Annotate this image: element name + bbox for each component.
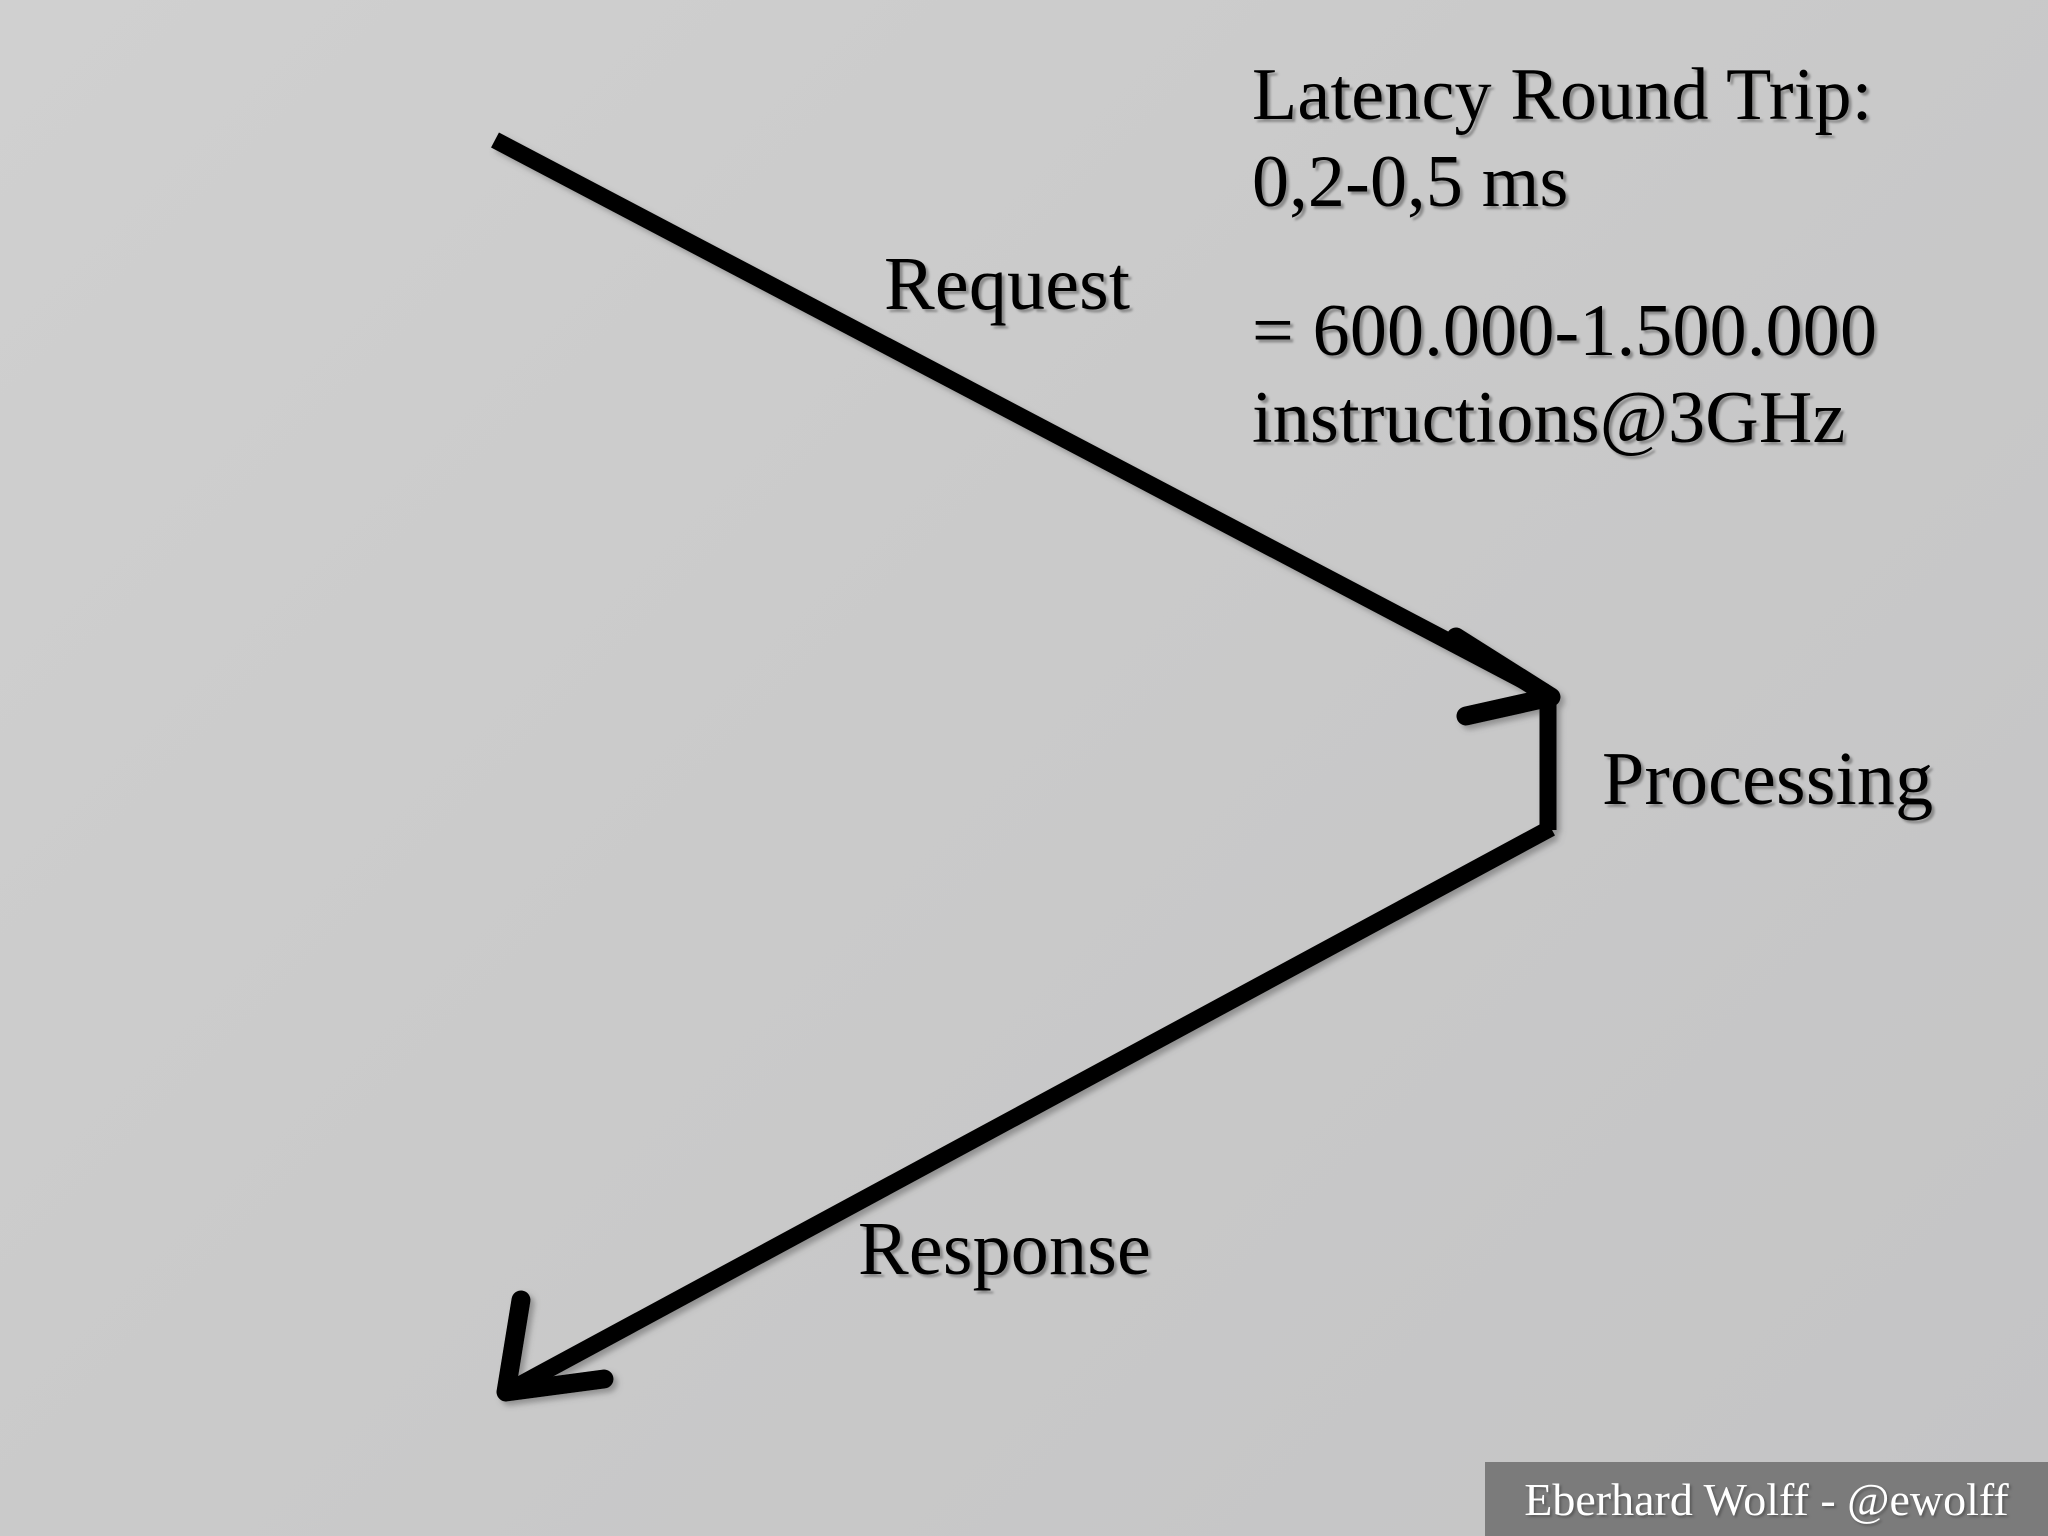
credit-bar: Eberhard Wolff - @ewolff [1485, 1462, 2048, 1536]
response-arrowhead-icon [496, 1290, 614, 1402]
request-label: Request [884, 242, 1131, 326]
response-label: Response [858, 1207, 1151, 1291]
response-arrow-line [507, 820, 1556, 1397]
request-arrowhead-icon [1446, 627, 1561, 726]
processing-label: Processing [1602, 737, 1934, 821]
request-arrow-line [491, 132, 1549, 700]
latency-note: Latency Round Trip: 0,2-0,5 ms [1252, 54, 1873, 224]
instructions-note: = 600.000-1.500.000 instructions@3GHz [1252, 290, 1878, 460]
credit-text: Eberhard Wolff - @ewolff [1524, 1473, 2009, 1525]
